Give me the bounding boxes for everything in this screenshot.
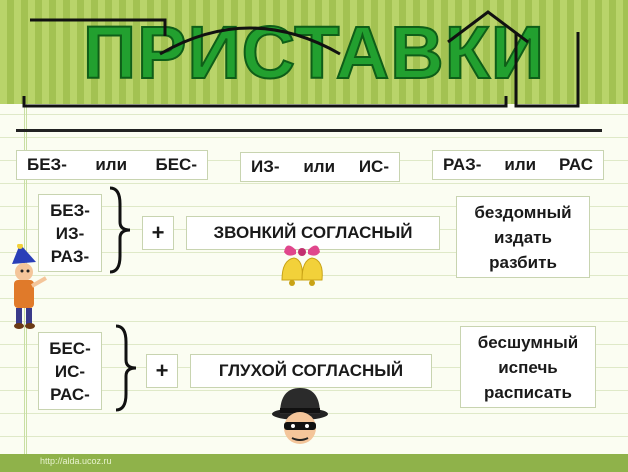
pair-ili: или — [303, 157, 336, 176]
prefix: РАС- — [50, 384, 90, 404]
example-word: расписать — [484, 382, 572, 402]
ending-mark — [514, 32, 580, 108]
examples-voiced: бездомный издать разбить — [456, 196, 590, 278]
pair-b: ИС- — [358, 157, 389, 176]
pair-a: БЕЗ- — [27, 155, 67, 174]
prefix: БЕС- — [49, 338, 91, 358]
pair-a: ИЗ- — [251, 157, 280, 176]
pair-b: БЕС- — [155, 155, 197, 174]
prefix: ИС- — [54, 361, 86, 381]
footer-url: http://alda.ucoz.ru — [40, 456, 112, 466]
base-mark — [22, 96, 508, 108]
header-band — [0, 0, 628, 104]
voiced-prefixes: БЕЗ- ИЗ- РАЗ- — [38, 194, 102, 272]
prefix: РАЗ- — [50, 246, 90, 266]
rule-voiceless: ГЛУХОЙ СОГЛАСНЫЙ — [190, 354, 432, 388]
pair-bez-bes: БЕЗ- или БЕС- — [16, 150, 208, 180]
pair-iz-is: ИЗ- или ИС- — [240, 152, 400, 182]
example-word: испечь — [498, 357, 558, 377]
voiceless-prefixes: БЕС- ИС- РАС- — [38, 332, 102, 410]
pair-ili: или — [95, 155, 128, 174]
root-mark — [159, 26, 341, 56]
gnome-icon — [12, 244, 47, 329]
example-word: бездомный — [474, 202, 572, 222]
spy-icon — [272, 388, 328, 444]
example-word: издать — [494, 227, 552, 247]
morpheme-marks — [22, 10, 580, 108]
brace-icon — [109, 186, 131, 274]
prefix: ИЗ- — [55, 223, 85, 243]
pair-b: РАС — [559, 155, 593, 174]
divider — [16, 129, 602, 132]
pair-raz-ras: РАЗ- или РАС — [432, 150, 604, 180]
brace-icon — [115, 324, 137, 412]
pair-a: РАЗ- — [443, 155, 482, 174]
pair-ili: или — [504, 155, 537, 174]
examples-voiceless: бесшумный испечь расписать — [460, 326, 596, 408]
example-word: разбить — [489, 252, 557, 272]
example-word: бесшумный — [477, 332, 579, 352]
bells-icon — [281, 245, 323, 286]
page-title: ПРИСТАВКИ — [82, 10, 546, 95]
plus-sign: + — [142, 216, 174, 250]
prefix-mark — [30, 18, 167, 36]
prefix: БЕЗ- — [50, 200, 90, 220]
plus-sign: + — [146, 354, 178, 388]
footer-bar: http://alda.ucoz.ru — [0, 454, 628, 472]
